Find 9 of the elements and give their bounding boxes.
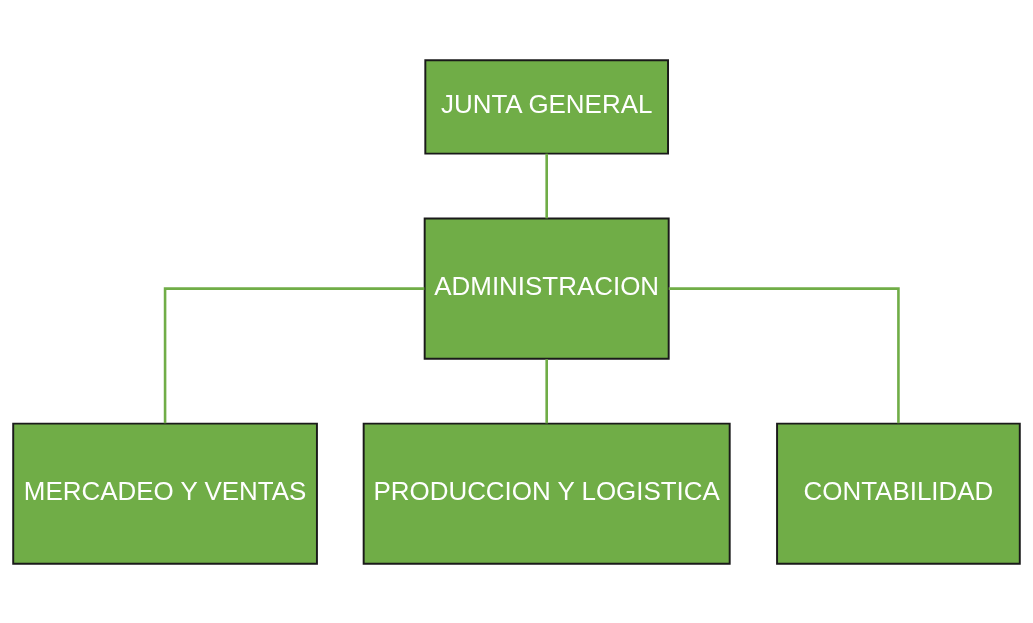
connector (545, 153, 548, 218)
node-box: PRODUCCION Y LOGISTICA (362, 422, 731, 565)
node-box: JUNTA GENERAL (424, 58, 669, 155)
connector (163, 286, 425, 423)
node-box: ADMINISTRACION (423, 217, 670, 360)
connector (545, 358, 548, 423)
node-box: CONTABILIDAD (776, 422, 1021, 565)
connector (668, 286, 900, 423)
node-box: MERCADEO Y VENTAS (12, 422, 318, 565)
